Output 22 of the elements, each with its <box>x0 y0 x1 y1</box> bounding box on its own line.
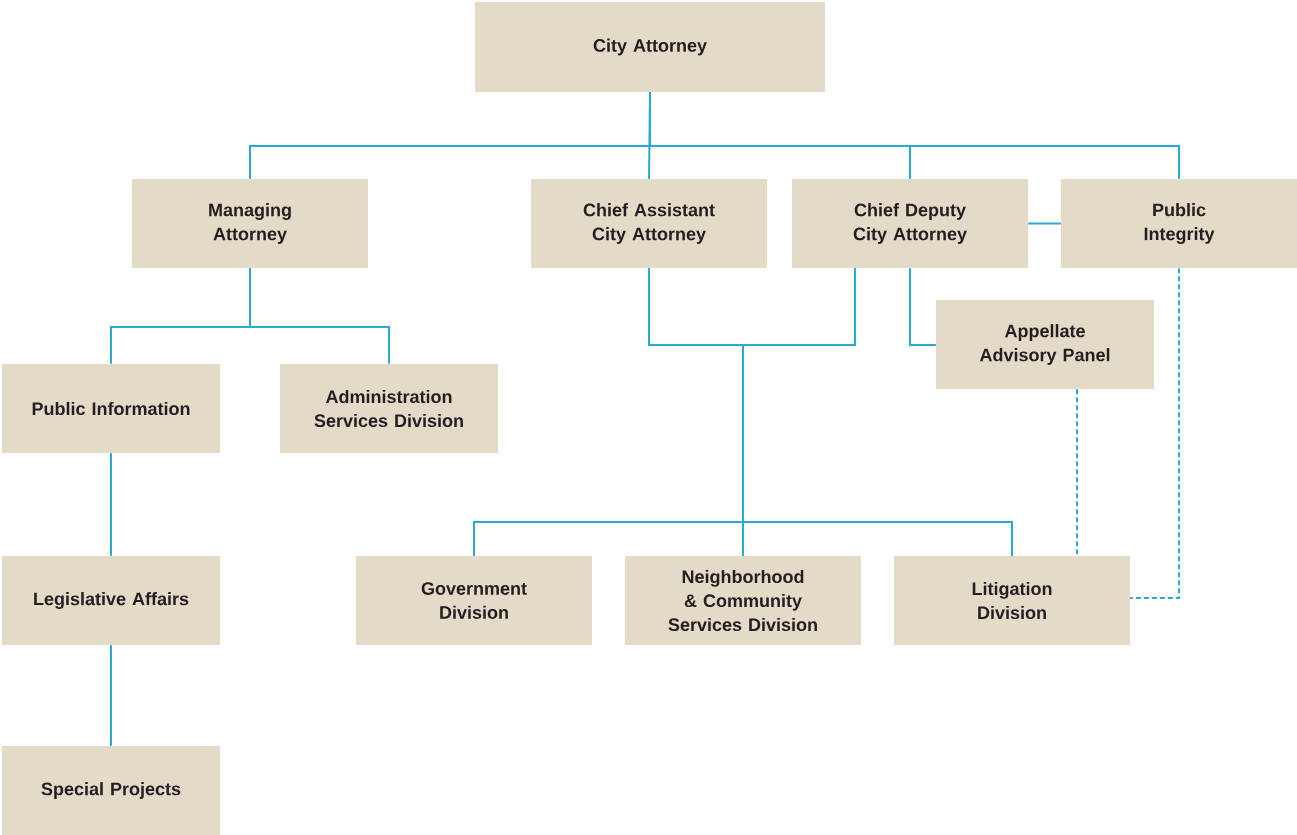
connector-line <box>1129 267 1180 599</box>
org-box: Neighborhood & Community Services Division <box>625 556 861 645</box>
connector-line <box>1027 222 1062 225</box>
org-box: Chief Deputy City Attorney <box>792 179 1028 268</box>
org-box: Government Division <box>356 556 592 645</box>
connector-line <box>110 452 112 557</box>
connector-line <box>649 91 1180 180</box>
org-box: Managing Attorney <box>132 179 368 268</box>
org-box: City Attorney <box>475 2 825 92</box>
org-box: Special Projects <box>2 746 220 835</box>
org-box: Appellate Advisory Panel <box>936 300 1154 389</box>
connector-line <box>1076 388 1078 557</box>
org-box: Public Information <box>2 364 220 453</box>
connector-line <box>742 267 1013 557</box>
org-box: Legislative Affairs <box>2 556 220 645</box>
connector-line <box>909 267 937 346</box>
org-box: Litigation Division <box>894 556 1130 645</box>
org-box: Public Integrity <box>1061 179 1297 268</box>
org-box: Administration Services Division <box>280 364 498 453</box>
connector-line <box>249 267 390 365</box>
org-box: Chief Assistant City Attorney <box>531 179 767 268</box>
connector-line <box>110 644 112 747</box>
